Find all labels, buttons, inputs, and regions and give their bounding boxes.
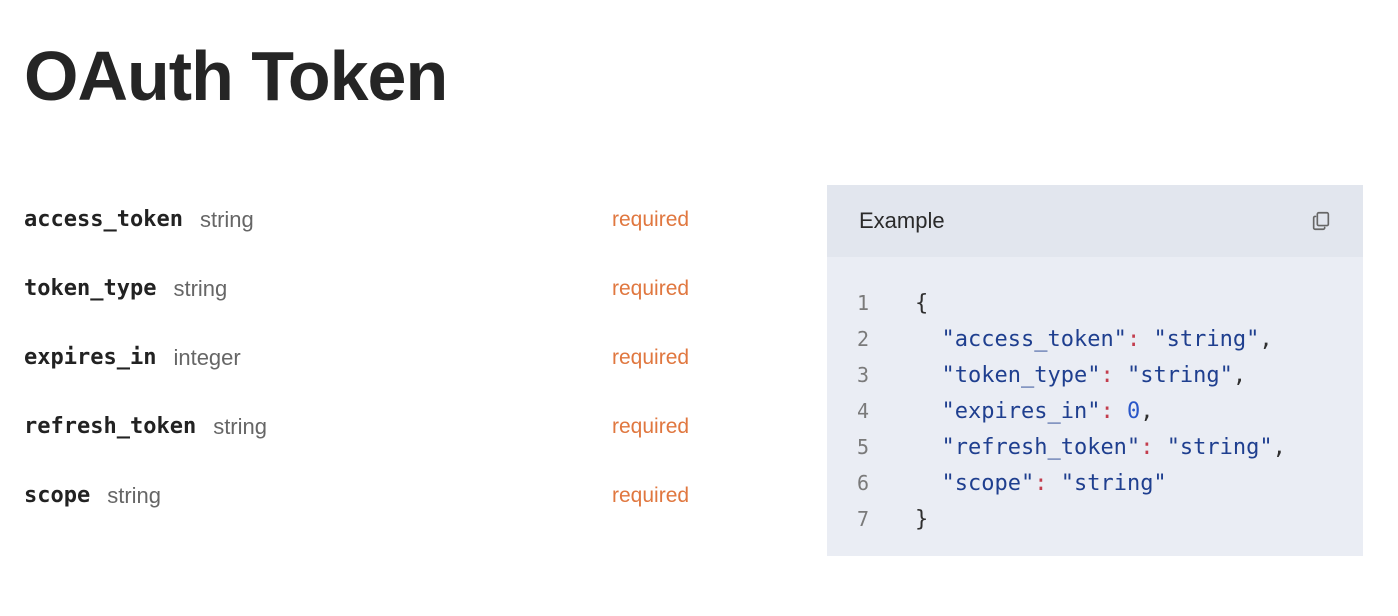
code-line: 1{ (827, 285, 1363, 321)
code-token-string: "string" (1153, 326, 1260, 352)
code-token-key: "expires_in" (941, 398, 1101, 424)
code-token-plain (1153, 435, 1166, 460)
code-token-plain (915, 435, 942, 460)
copy-icon[interactable] (1309, 209, 1333, 233)
code-token-key: "access_token" (941, 326, 1127, 352)
line-number: 3 (856, 363, 869, 387)
code-token-plain (915, 399, 942, 424)
code-token-plain: , (1232, 362, 1247, 388)
code-text: } (915, 507, 928, 532)
code-token-plain: , (1140, 398, 1154, 424)
code-token-punct: : (1100, 362, 1114, 388)
code-token-plain: , (1272, 434, 1286, 460)
code-text: "token_type": "string", (915, 362, 1247, 388)
code-token-punct: : (1100, 398, 1114, 424)
field-type: string (199, 206, 254, 232)
line-number: 7 (856, 507, 869, 531)
field-row: token_type string required (24, 254, 714, 323)
example-panel: Example 1{2 "access_token": "string",3 "… (827, 185, 1363, 556)
code-token-plain (915, 471, 942, 496)
code-token-plain: } (915, 506, 929, 532)
field-list: access_token string required token_type … (24, 185, 714, 530)
field-type: string (173, 275, 228, 301)
code-token-plain (915, 327, 942, 352)
field-type: string (107, 482, 162, 508)
field-name: access_token (24, 207, 183, 232)
code-line: 3 "token_type": "string", (827, 357, 1363, 393)
field-required-badge: required (612, 345, 690, 369)
code-token-punct: : (1140, 434, 1154, 460)
code-text: { (915, 291, 928, 316)
code-token-plain (1114, 399, 1127, 424)
field-required-badge: required (612, 207, 690, 231)
code-token-plain (915, 363, 942, 388)
code-line: 6 "scope": "string" (827, 465, 1363, 501)
code-text: "refresh_token": "string", (915, 435, 1286, 460)
line-number: 6 (856, 471, 869, 495)
code-token-number: 0 (1126, 398, 1141, 424)
field-row: scope string required (24, 461, 714, 530)
field-name: refresh_token (24, 414, 197, 439)
code-text: "scope": "string" (915, 471, 1167, 496)
code-token-plain: { (915, 290, 929, 316)
field-row: refresh_token string required (24, 392, 714, 461)
field-row: expires_in integer required (24, 323, 714, 392)
line-number: 4 (856, 399, 869, 423)
code-token-punct: : (1126, 326, 1141, 352)
field-type: string (213, 413, 267, 439)
code-line: 7} (827, 501, 1363, 537)
code-token-string: "string" (1126, 362, 1233, 388)
code-token-punct: : (1034, 470, 1048, 496)
code-text: "access_token": "string", (915, 327, 1273, 352)
field-required-badge: required (612, 483, 690, 507)
code-token-key: "token_type" (941, 362, 1101, 388)
code-token-key: "scope" (941, 470, 1035, 496)
code-text: "expires_in": 0, (915, 398, 1154, 424)
field-name: expires_in (24, 345, 157, 370)
code-token-string: "string" (1060, 470, 1167, 496)
example-header: Example (827, 185, 1363, 257)
example-title: Example (859, 208, 945, 233)
field-name: token_type (24, 276, 157, 301)
line-number: 1 (856, 291, 869, 315)
code-line: 5 "refresh_token": "string", (827, 429, 1363, 465)
code-token-plain (1114, 363, 1127, 388)
field-required-badge: required (612, 276, 690, 300)
field-row: access_token string required (24, 185, 714, 254)
field-name: scope (24, 483, 91, 508)
code-line: 2 "access_token": "string", (827, 321, 1363, 357)
code-token-plain (1047, 471, 1060, 496)
line-number: 2 (856, 327, 869, 351)
code-line: 4 "expires_in": 0, (827, 393, 1363, 429)
field-required-badge: required (612, 414, 690, 438)
code-token-plain (1140, 327, 1153, 352)
line-number: 5 (856, 435, 869, 459)
code-token-plain: , (1259, 326, 1273, 352)
code-token-key: "refresh_token" (941, 434, 1141, 460)
page-title: OAuth Token (24, 37, 448, 115)
code-block: 1{2 "access_token": "string",3 "token_ty… (827, 257, 1363, 537)
code-token-string: "string" (1166, 434, 1273, 460)
field-type: integer (173, 344, 241, 370)
